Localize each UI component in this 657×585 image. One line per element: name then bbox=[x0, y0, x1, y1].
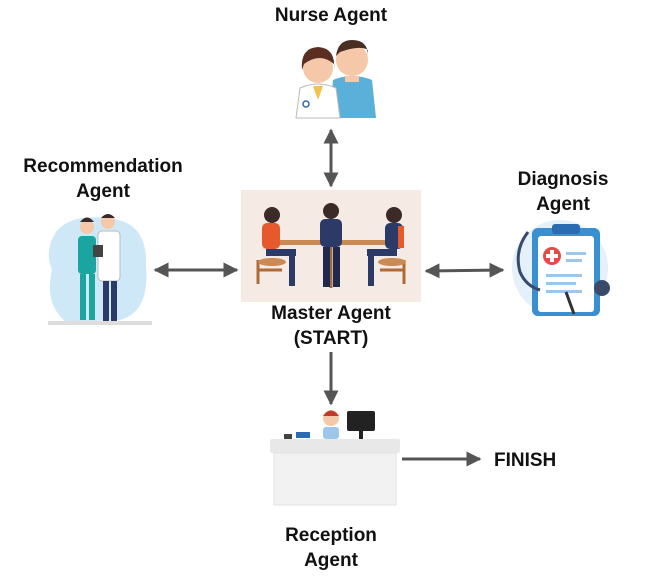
nurse-agent-label: Nurse Agent bbox=[261, 3, 401, 28]
edge-master-diagnosis bbox=[424, 262, 505, 279]
reception-agent-illustration bbox=[270, 410, 400, 506]
recommendation-agent-label-line-1: Recommendation bbox=[23, 156, 183, 177]
master-agent-illustration bbox=[241, 190, 421, 302]
diagnosis-agent-illustration bbox=[512, 220, 610, 316]
recommendation-agent-label: Recommendation Agent bbox=[8, 154, 198, 204]
diagnosis-agent-label-line-2: Agent bbox=[536, 194, 590, 215]
master-agent-label-line-1: Master Agent bbox=[271, 303, 391, 324]
recommendation-agent-illustration bbox=[48, 214, 152, 325]
reception-agent-label-line-1: Reception bbox=[285, 525, 377, 546]
diagnosis-agent-label-line-1: Diagnosis bbox=[517, 169, 609, 190]
diagnosis-agent-label: Diagnosis Agent bbox=[503, 167, 623, 217]
nurse-agent-illustration bbox=[295, 40, 376, 119]
reception-agent-label: Reception Agent bbox=[271, 523, 391, 573]
master-agent-label: Master Agent (START) bbox=[251, 301, 411, 351]
nurse-agent-label-line-1: Nurse Agent bbox=[274, 5, 388, 26]
recommendation-agent-label-line-2: Agent bbox=[76, 181, 130, 202]
master-agent-label-line-2: (START) bbox=[293, 328, 369, 349]
finish-label: FINISH bbox=[494, 448, 574, 473]
reception-agent-label-line-2: Agent bbox=[304, 550, 358, 571]
finish-label-text: FINISH bbox=[494, 450, 557, 471]
edges bbox=[153, 128, 505, 467]
